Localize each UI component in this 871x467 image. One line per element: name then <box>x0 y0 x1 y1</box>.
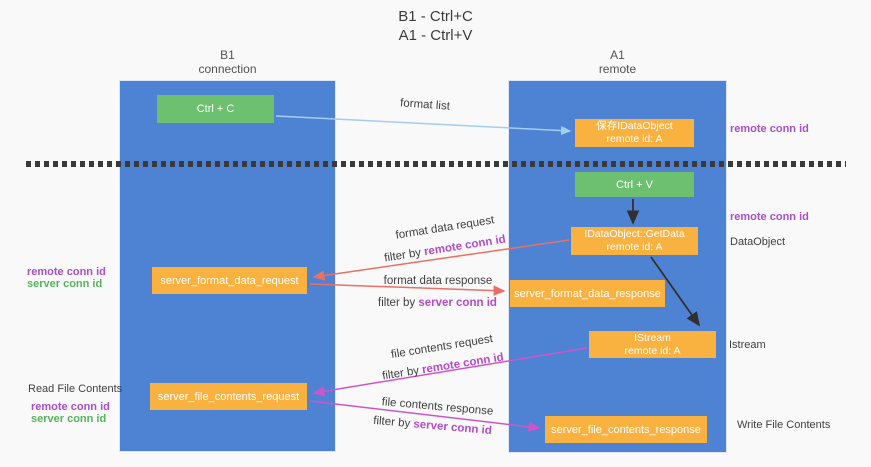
node-istream-line1: IStream <box>634 331 671 344</box>
filter-remote-conn-id: remote conn id <box>423 233 507 259</box>
diagram-title: B1 - Ctrl+C A1 - Ctrl+V <box>0 7 871 45</box>
lifeline-header-a1: A1 remote <box>508 48 727 76</box>
label-istream: Istream <box>729 339 766 351</box>
filter-server-conn-id: server conn id <box>412 418 493 438</box>
filter-by-text: filter by <box>383 246 426 265</box>
node-save-idataobject-line2: remote id: A <box>606 133 663 145</box>
node-server-file-contents-request: server_file_contents_request <box>150 383 307 410</box>
label-filter-by-server-conn-id-1: filter by server conn id <box>365 297 510 309</box>
node-server-format-data-request-label: server_format_data_request <box>160 274 299 287</box>
label-server-conn-id-left-top: server conn id <box>27 278 103 290</box>
label-filter-by-server-conn-id-2: filter by server conn id <box>360 414 505 439</box>
label-format-list: format list <box>399 97 451 113</box>
label-read-file-contents: Read File Contents <box>28 383 123 395</box>
node-idataobject-getdata-line2: remote id: A <box>606 241 663 253</box>
node-server-format-data-response: server_format_data_response <box>510 280 665 307</box>
filter-by-text: filter by <box>381 364 424 383</box>
label-remote-conn-id-right-top: remote conn id <box>730 123 809 135</box>
node-server-format-data-request: server_format_data_request <box>152 267 307 294</box>
label-remote-conn-id-left-bottom: remote conn id <box>31 401 110 413</box>
node-save-idataobject-line1: 保存IDataObject <box>596 120 673 132</box>
node-save-idataobject: 保存IDataObject remote id: A <box>575 119 694 147</box>
label-remote-conn-id-right-mid: remote conn id <box>730 211 809 223</box>
filter-server-conn-id: server conn id <box>418 297 497 309</box>
lifeline-a1-subtitle: remote <box>598 62 637 76</box>
lifeline-b1-title: B1 <box>220 48 235 62</box>
node-server-file-contents-response: server_file_contents_response <box>545 416 707 443</box>
filter-remote-conn-id: remote conn id <box>421 351 505 377</box>
lifeline-a1-title: A1 <box>610 48 625 62</box>
lifeline-header-b1: B1 connection <box>119 48 336 76</box>
label-write-file-contents: Write File Contents <box>737 419 831 431</box>
node-idataobject-getdata: IDataObject::GetData remote id: A <box>571 227 698 255</box>
node-ctrl-v-label: Ctrl + V <box>616 178 653 191</box>
label-dataobject: DataObject <box>730 236 786 248</box>
node-istream: IStream remote id: A <box>589 331 716 358</box>
node-server-file-contents-request-label: server_file_contents_request <box>157 390 300 403</box>
label-server-conn-id-left-bottom: server conn id <box>31 413 107 425</box>
filter-by-text: filter by <box>372 414 414 431</box>
node-idataobject-getdata-line1: IDataObject::GetData <box>584 228 685 240</box>
title-line-2: A1 - Ctrl+V <box>398 27 473 44</box>
node-ctrl-c: Ctrl + C <box>157 95 274 123</box>
title-line-1: B1 - Ctrl+C <box>398 8 473 25</box>
label-remote-conn-id-left-top: remote conn id <box>27 266 106 278</box>
node-server-file-contents-response-label: server_file_contents_response <box>551 423 701 436</box>
node-server-format-data-response-label: server_format_data_response <box>514 287 661 300</box>
node-ctrl-c-label: Ctrl + C <box>196 103 235 115</box>
node-ctrl-v: Ctrl + V <box>575 172 694 197</box>
filter-by-text: filter by <box>378 297 419 309</box>
node-istream-line2: remote id: A <box>624 344 681 357</box>
label-format-data-response: format data response <box>383 275 493 287</box>
lifeline-b1-subtitle: connection <box>198 62 257 76</box>
